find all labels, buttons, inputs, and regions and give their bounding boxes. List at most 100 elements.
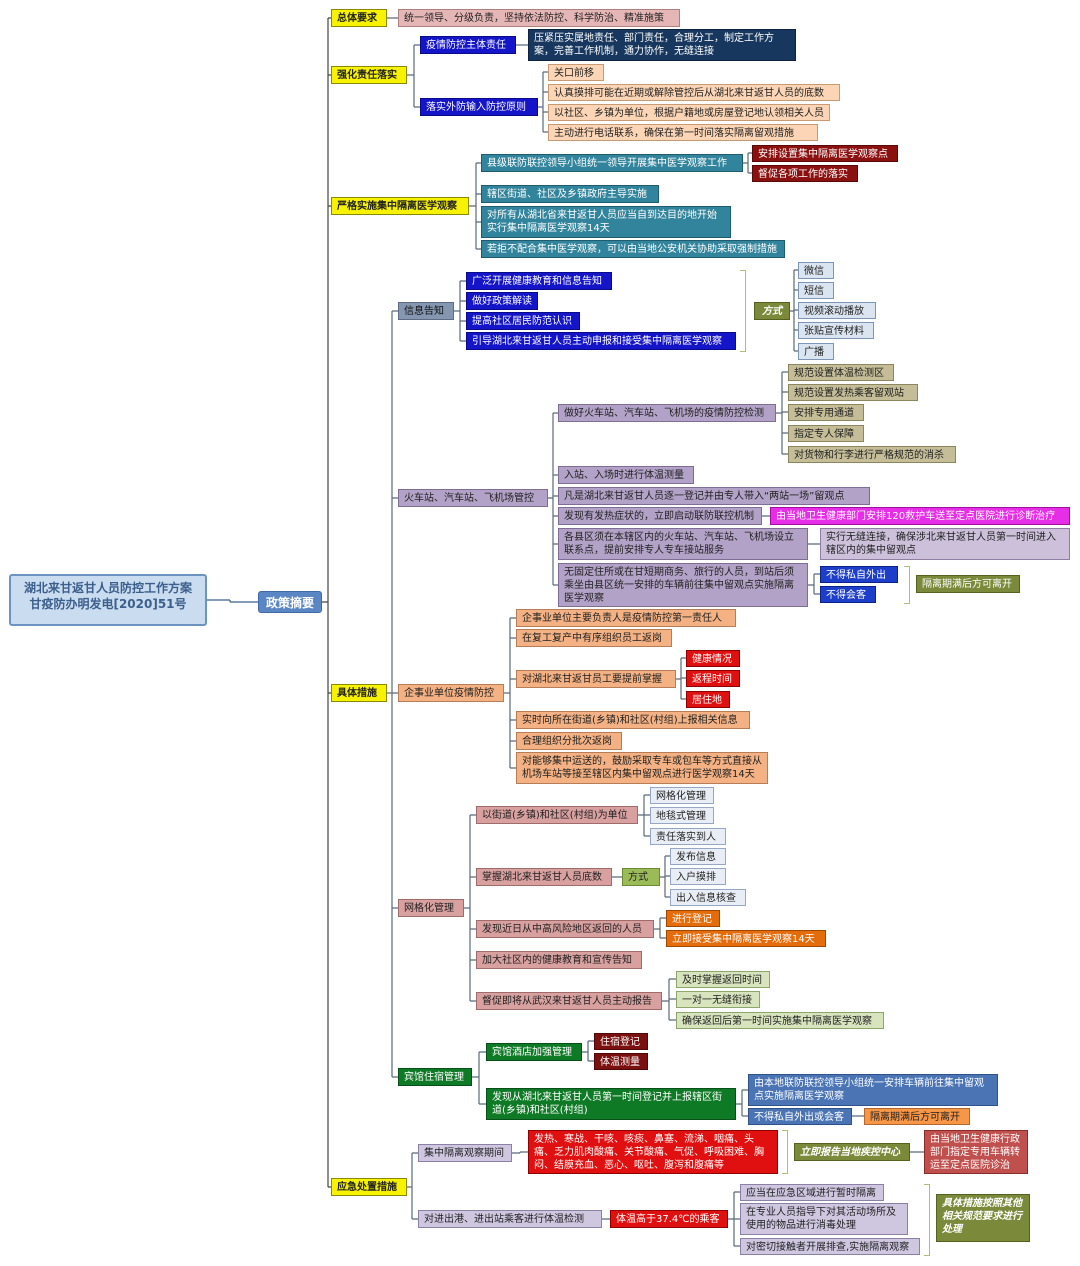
- monitor-sub[interactable]: 规范设置发热乘客留观站: [788, 384, 918, 401]
- grid-base-method[interactable]: 方式: [622, 868, 660, 886]
- connector: [472, 1051, 486, 1105]
- monitor-sub[interactable]: 对货物和行李进行严格规范的消杀: [788, 446, 956, 463]
- import-item[interactable]: 以社区、乡镇为单位，根据户籍地或房屋登记地认领相关人员: [548, 104, 830, 121]
- enterprise-item[interactable]: 在复工复产中有序组织员工返岗: [516, 629, 672, 647]
- grasp-item[interactable]: 健康情况: [686, 650, 740, 667]
- emergency-period[interactable]: 集中隔离观察期间: [418, 1144, 512, 1162]
- enterprise-item[interactable]: 对能够集中运送的，鼓励采取专车或包车等方式直接从机场车站等接至辖区内集中留观点进…: [516, 752, 768, 784]
- quarantine-item[interactable]: 辖区街道、社区及乡镇政府主导实施: [481, 185, 659, 203]
- contact-action[interactable]: 实行无缝连接，确保涉北来甘返甘人员第一时间进入辖区内的集中留观点: [820, 528, 1070, 560]
- station-contact[interactable]: 各县区须在本辖区内的火车站、汽车站、飞机场设立联系点，提前安排专人专车接站服务: [558, 528, 808, 560]
- emergency-fever[interactable]: 体温高于37.4℃的乘客: [610, 1210, 728, 1228]
- import-prevention[interactable]: 落实外防输入防控原则: [420, 98, 538, 116]
- station-temp[interactable]: 入站、入场时进行体温测量: [558, 466, 694, 484]
- base-sub[interactable]: 发布信息: [670, 848, 726, 865]
- risk-sub[interactable]: 进行登记: [666, 910, 720, 927]
- transit-rule[interactable]: 不得私自外出: [820, 566, 898, 583]
- root-topic[interactable]: 湖北来甘返甘人员防控工作方案 甘疫防办明发电[2020]51号: [9, 574, 207, 626]
- grid-unit[interactable]: 以街道(乡镇)和社区(村组)为单位: [476, 806, 638, 824]
- root-title: 湖北来甘返甘人员防控工作方案: [23, 581, 192, 595]
- info-item[interactable]: 广泛开展健康教育和信息告知: [466, 272, 612, 290]
- info-channel[interactable]: 短信: [798, 282, 834, 299]
- connector: [654, 917, 666, 939]
- import-item[interactable]: 主动进行电话联系，确保在第一时间落实隔离留观措施: [548, 124, 818, 141]
- hotel-found[interactable]: 发现从湖北来甘返甘人员第一时间登记并上报辖区街道(乡镇)和社区(村组): [486, 1088, 736, 1120]
- emergency-symptoms[interactable]: 发热、寒战、干咳、咳痰、鼻塞、流涕、咽痛、头痛、乏力肌肉酸痛、关节酸痛、气促、呼…: [528, 1130, 778, 1174]
- station-control[interactable]: 火车站、汽车站、飞机场管控: [398, 489, 548, 507]
- info-channel[interactable]: 微信: [798, 262, 834, 279]
- strict-sub[interactable]: 住宿登记: [594, 1033, 648, 1050]
- hub-topic[interactable]: 政策摘要: [258, 591, 322, 613]
- grasp-item[interactable]: 居住地: [686, 691, 730, 708]
- base-sub[interactable]: 入户摸排: [670, 868, 726, 885]
- info-notice[interactable]: 信息告知: [398, 302, 454, 320]
- report-result[interactable]: 由当地卫生健康行政部门指定专用车辆转运至定点医院诊治: [924, 1130, 1028, 1174]
- station-monitor[interactable]: 做好火车站、汽车站、飞机场的疫情防控检测: [558, 404, 776, 422]
- grid-risk[interactable]: 发现近日从中高风险地区返回的人员: [476, 920, 654, 938]
- transit-rule[interactable]: 不得会客: [820, 586, 876, 603]
- monitor-sub[interactable]: 指定专人保障: [788, 425, 864, 442]
- quarantine-item[interactable]: 若拒不配合集中医学观察，可以由当地公安机关协助采取强制措施: [481, 240, 785, 258]
- fever-sub[interactable]: 对密切接触者开展排查,实施隔离观察: [740, 1238, 920, 1255]
- county-sub[interactable]: 督促各项工作的落实: [752, 165, 858, 182]
- enterprise-item[interactable]: 合理组织分批次返岗: [516, 732, 622, 750]
- branch-measures[interactable]: 具体措施: [331, 684, 387, 702]
- emergency-report[interactable]: 立即报告当地疾控中心: [794, 1143, 910, 1161]
- unit-sub[interactable]: 地毯式管理: [650, 807, 714, 824]
- enterprise-control[interactable]: 企事业单位疫情防控: [398, 684, 504, 702]
- station-transit[interactable]: 无固定住所或在甘短期商务、旅行的人员，到站后须乘坐由县区统一安排的车辆前往集中留…: [558, 563, 808, 607]
- hotel-management[interactable]: 宾馆住宿管理: [398, 1068, 472, 1086]
- info-brace: [740, 270, 746, 352]
- monitor-sub[interactable]: 规范设置体温检测区: [788, 364, 894, 381]
- hotel-strict[interactable]: 宾馆酒店加强管理: [486, 1043, 582, 1061]
- monitor-sub[interactable]: 安排专用通道: [788, 404, 864, 421]
- strict-sub[interactable]: 体温测量: [594, 1053, 648, 1070]
- overall-text[interactable]: 统一领导、分级负责，坚持依法防控、科学防治、精准施策: [398, 9, 680, 27]
- urge-sub[interactable]: 一对一无缝衔接: [676, 991, 760, 1008]
- grid-management[interactable]: 网格化管理: [398, 899, 464, 917]
- info-method[interactable]: 方式: [754, 302, 790, 320]
- grid-base[interactable]: 掌握湖北来甘返甘人员底数: [476, 868, 612, 886]
- enterprise-item[interactable]: 对湖北来甘返甘员工要提前掌握: [516, 670, 676, 688]
- connector: [407, 44, 420, 108]
- info-channel[interactable]: 张贴宣传材料: [798, 322, 874, 339]
- emergency-check[interactable]: 对进出港、进出站乘客进行体温检测: [418, 1210, 602, 1228]
- base-sub[interactable]: 出入信息核查: [670, 889, 746, 906]
- unit-sub[interactable]: 责任落实到人: [650, 828, 726, 845]
- main-body-responsibility[interactable]: 疫情防控主体责任: [420, 36, 516, 54]
- transit-result[interactable]: 隔离期满后方可离开: [916, 575, 1020, 593]
- branch-quarantine[interactable]: 严格实施集中隔离医学观察: [331, 197, 469, 215]
- risk-sub[interactable]: 立即接受集中隔离医学观察14天: [666, 930, 826, 947]
- branch-overall[interactable]: 总体要求: [331, 9, 387, 27]
- enterprise-item[interactable]: 企事业单位主要负责人是疫情防控第一责任人: [516, 609, 736, 627]
- fever-sub[interactable]: 应当在应急区域进行暂时隔离: [740, 1184, 884, 1201]
- import-item[interactable]: 认真摸排可能在近期或解除管控后从湖北来甘返甘人员的底数: [548, 84, 840, 101]
- branch-emergency[interactable]: 应急处置措施: [331, 1178, 407, 1196]
- info-channel[interactable]: 视频滚动播放: [798, 302, 876, 319]
- main-body-text[interactable]: 压紧压实属地责任、部门责任，合理分工，制定工作方案，完善工作机制，通力协作，无缝…: [528, 29, 796, 61]
- station-fever[interactable]: 发现有发热症状的，立即启动联防联控机制: [558, 507, 762, 525]
- station-register[interactable]: 凡是湖北来甘返甘人员逐一登记并由专人带入“两站一场”留观点: [558, 487, 870, 505]
- grid-edu[interactable]: 加大社区内的健康教育和宣传告知: [476, 951, 642, 969]
- fever-action[interactable]: 由当地卫生健康部门安排120救护车送至定点医院进行诊断治疗: [770, 507, 1070, 525]
- found-sub[interactable]: 由本地联防联控领导小组统一安排车辆前往集中留观点实施隔离医学观察: [748, 1074, 998, 1106]
- fever-sub[interactable]: 在专业人员指导下对其活动场所及使用的物品进行消毒处理: [740, 1203, 908, 1235]
- enterprise-item[interactable]: 实时向所在街道(乡镇)和社区(村组)上报相关信息: [516, 711, 750, 729]
- emergency-note[interactable]: 具体措施按照其他相关规范要求进行处理: [936, 1194, 1030, 1242]
- branch-responsibility[interactable]: 强化责任落实: [331, 66, 407, 84]
- grasp-item[interactable]: 返程时间: [686, 670, 740, 687]
- urge-sub[interactable]: 确保返回后第一时间实施集中隔离医学观察: [676, 1012, 884, 1029]
- quarantine-county[interactable]: 县级联防联控领导小组统一领导开展集中医学观察工作: [481, 154, 743, 172]
- info-item[interactable]: 提高社区居民防范认识: [466, 312, 580, 330]
- import-item[interactable]: 关口前移: [548, 64, 604, 81]
- urge-sub[interactable]: 及时掌握返回时间: [676, 971, 770, 988]
- found-sub[interactable]: 不得私自外出或会客: [748, 1108, 852, 1125]
- found-result[interactable]: 隔离期满后方可离开: [864, 1108, 970, 1125]
- quarantine-item[interactable]: 对所有从湖北省来甘返甘人员应当自到达目的地开始实行集中隔离医学观察14天: [481, 206, 731, 238]
- info-item[interactable]: 做好政策解读: [466, 292, 538, 310]
- info-item[interactable]: 引导湖北来甘返甘人员主动申报和接受集中隔离医学观察: [466, 332, 736, 350]
- unit-sub[interactable]: 网格化管理: [650, 787, 714, 804]
- info-channel[interactable]: 广播: [798, 343, 834, 360]
- county-sub[interactable]: 安排设置集中隔离医学观察点: [752, 145, 898, 162]
- grid-urge[interactable]: 督促即将从武汉来甘返甘人员主动报告: [476, 992, 662, 1010]
